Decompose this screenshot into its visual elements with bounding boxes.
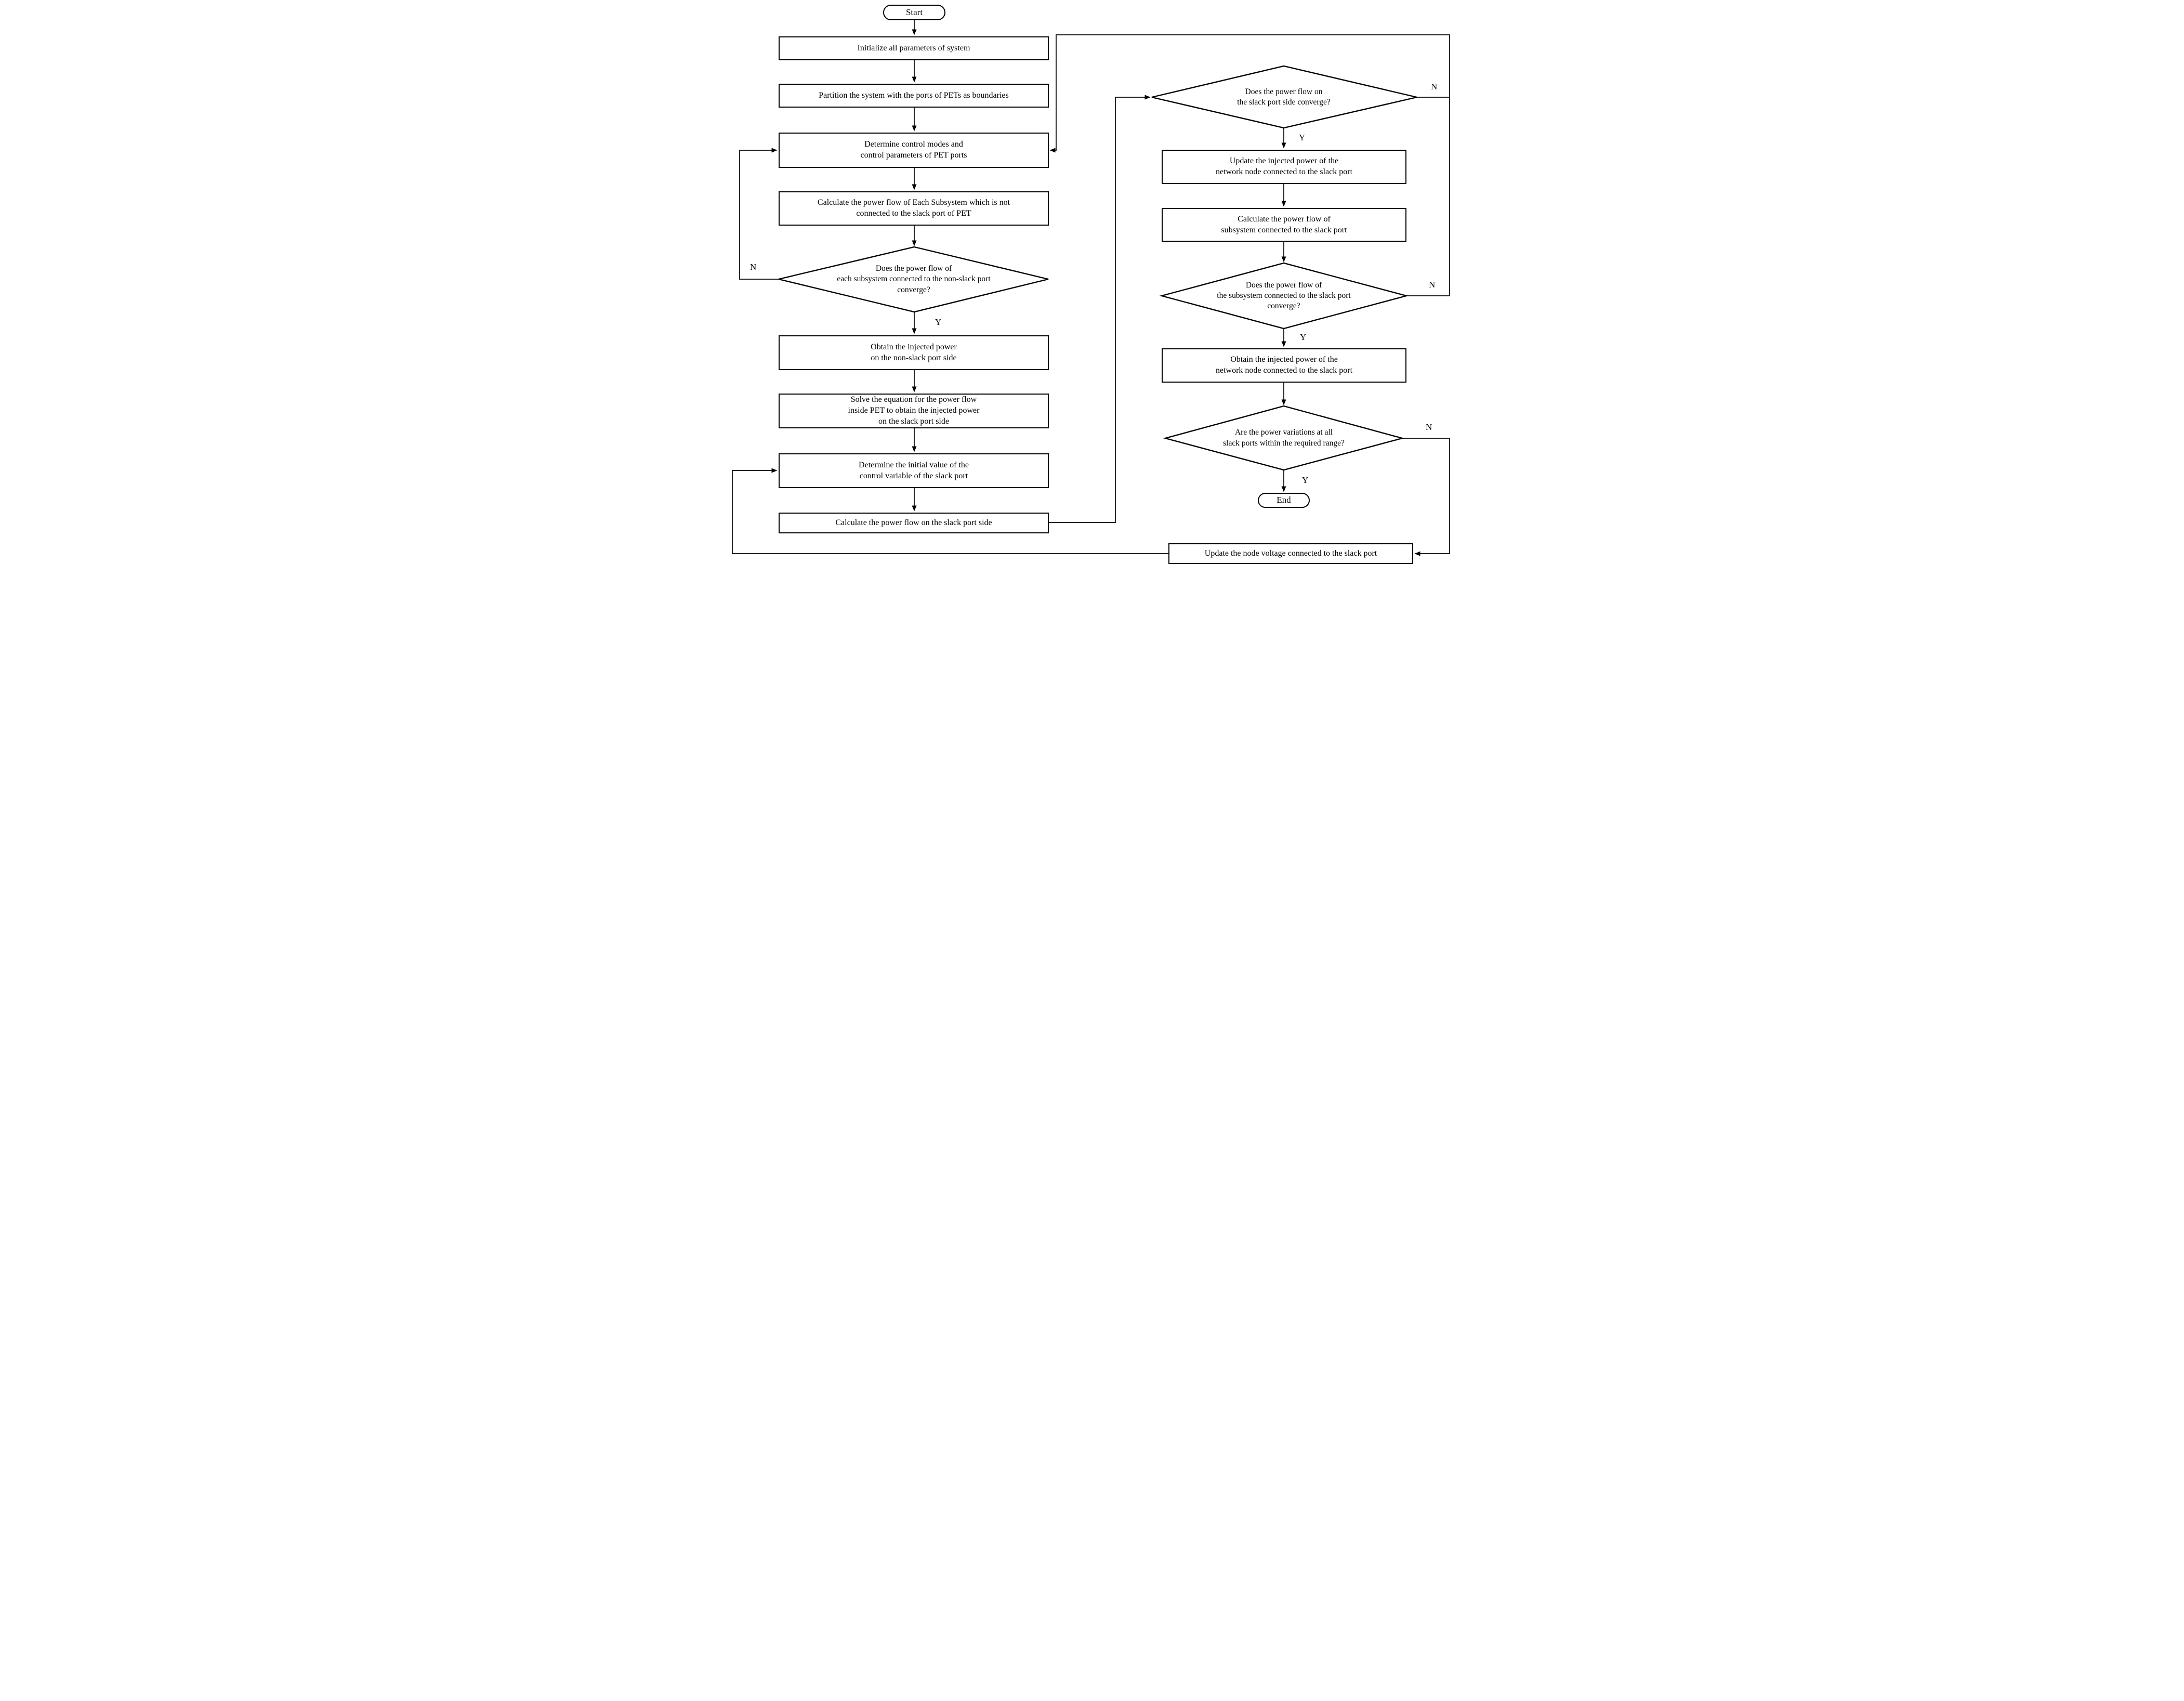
decision-nonslack-converge: Does the power flow of each subsystem co… bbox=[837, 264, 991, 294]
edge-no-rail-top-loop bbox=[1049, 34, 1450, 296]
edge-nonslack-no-loop bbox=[739, 148, 779, 280]
process-calc-slack-port-side: Calculate the power flow on the slack po… bbox=[779, 513, 1049, 533]
branch-label-n-variations: N bbox=[1426, 422, 1432, 432]
flowchart-canvas: Start End Initialize all parameters of s… bbox=[728, 0, 1456, 569]
process-obtain-injected-slack: Obtain the injected power of the network… bbox=[1162, 348, 1406, 383]
process-calc-slack-subsystem: Calculate the power flow of subsystem co… bbox=[1162, 208, 1406, 242]
edge-variations-no bbox=[1402, 438, 1450, 556]
branch-label-n-slack-side: N bbox=[1431, 82, 1438, 91]
process-determine-control-modes: Determine control modes and control para… bbox=[779, 133, 1049, 168]
branch-label-y-nonslack: Y bbox=[935, 317, 942, 327]
edge-update-voltage-loop bbox=[732, 468, 1168, 554]
decision-shapes bbox=[778, 65, 1417, 471]
flow-connectors bbox=[732, 20, 1450, 556]
process-initial-control-value: Determine the initial value of the contr… bbox=[779, 453, 1049, 488]
process-update-injected-power: Update the injected power of the network… bbox=[1162, 150, 1406, 184]
decision-nonslack-converge-shape bbox=[778, 246, 1049, 313]
process-obtain-injected-nonslack: Obtain the injected power on the non-sla… bbox=[779, 335, 1049, 370]
process-update-node-voltage: Update the node voltage connected to the… bbox=[1168, 543, 1413, 564]
process-partition-system: Partition the system with the ports of P… bbox=[779, 84, 1049, 108]
branch-label-y-variations: Y bbox=[1302, 475, 1309, 485]
branch-label-n-slack-subsystem: N bbox=[1429, 280, 1436, 290]
end-terminator: End bbox=[1258, 493, 1310, 508]
process-solve-pet-equation: Solve the equation for the power flow in… bbox=[779, 394, 1049, 428]
edge-calc-slack-decision bbox=[1048, 95, 1151, 523]
decision-slack-subsystem-converge: Does the power flow of the subsystem con… bbox=[1217, 280, 1351, 311]
decision-slack-subsystem-converge-shape bbox=[1159, 262, 1409, 330]
start-terminator: Start bbox=[883, 5, 945, 20]
branch-label-y-slack-side: Y bbox=[1299, 133, 1306, 142]
process-calc-nonslack-subsystems: Calculate the power flow of Each Subsyst… bbox=[779, 191, 1049, 226]
decision-slack-side-converge-shape bbox=[1151, 65, 1417, 129]
branch-label-n-nonslack: N bbox=[750, 262, 757, 272]
decision-slack-side-converge: Does the power flow on the slack port si… bbox=[1237, 87, 1331, 107]
edge-lines bbox=[732, 20, 1450, 556]
decision-variations-range: Are the power variations at all slack po… bbox=[1223, 428, 1345, 448]
decision-variations-range-shape bbox=[1163, 405, 1405, 471]
process-initialize-parameters: Initialize all parameters of system bbox=[779, 36, 1049, 60]
branch-label-y-slack-subsystem: Y bbox=[1300, 332, 1307, 342]
